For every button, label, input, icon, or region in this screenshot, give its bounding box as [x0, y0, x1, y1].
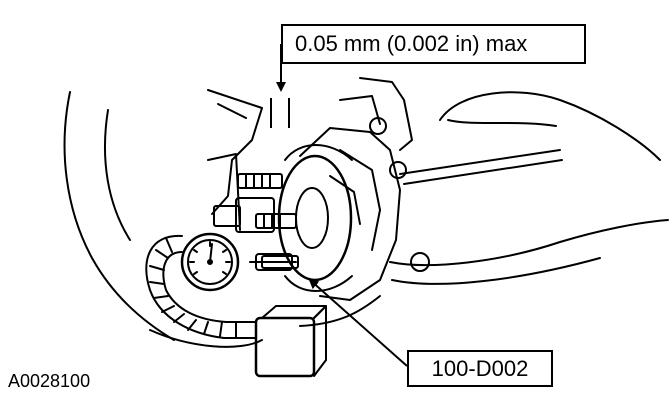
strut-bracket	[339, 95, 381, 125]
hub-flange-lower	[284, 275, 353, 292]
brake-hose	[299, 295, 381, 327]
fender-lower-curve	[149, 329, 263, 348]
drive-shaft-boot	[447, 119, 557, 127]
stud-thread	[245, 173, 271, 189]
indicator-arm-block	[235, 197, 275, 233]
fender-outline	[63, 91, 175, 341]
indicator-clamp	[213, 205, 241, 227]
hub-center	[295, 187, 329, 249]
hub-flange	[284, 144, 353, 161]
splash-shield	[207, 89, 263, 215]
shield-panel	[207, 153, 241, 231]
dial-center-pin	[207, 259, 213, 265]
figure-id: A0028100	[8, 371, 91, 391]
gap-marker	[270, 98, 290, 128]
lower-arm	[389, 219, 669, 267]
ball-joint-nut	[410, 252, 430, 272]
wheel-stud	[255, 213, 297, 229]
strut-body	[359, 77, 413, 151]
magnetic-base	[254, 316, 316, 378]
tool-number-callout: 100-D002	[407, 350, 553, 387]
flexible-arm-segments	[149, 237, 237, 339]
dial-needle	[209, 243, 213, 263]
tool-leader	[308, 278, 408, 367]
indicator-plunger-tip	[255, 253, 293, 271]
knuckle-rib	[339, 149, 381, 251]
fender-outline-inner	[103, 109, 131, 241]
tie-rod	[399, 149, 561, 175]
dial-tick-marks	[189, 241, 231, 275]
dial-indicator-bezel	[187, 239, 233, 285]
flexible-arm	[145, 234, 257, 339]
splash-shield-edge	[217, 103, 247, 119]
strut-bolt	[389, 161, 407, 179]
steering-knuckle	[299, 127, 401, 301]
magnetic-base-side	[313, 305, 327, 377]
tie-rod	[403, 159, 563, 185]
dial-indicator-face	[180, 232, 240, 292]
drive-shaft-boot	[439, 91, 661, 161]
strut-bolt	[369, 117, 387, 135]
wheel-stud	[237, 173, 283, 189]
lower-arm	[391, 257, 601, 285]
knuckle-rib	[329, 175, 361, 225]
stud-thread	[263, 213, 281, 229]
runout-spec-callout: 0.05 mm (0.002 in) max	[281, 24, 586, 64]
